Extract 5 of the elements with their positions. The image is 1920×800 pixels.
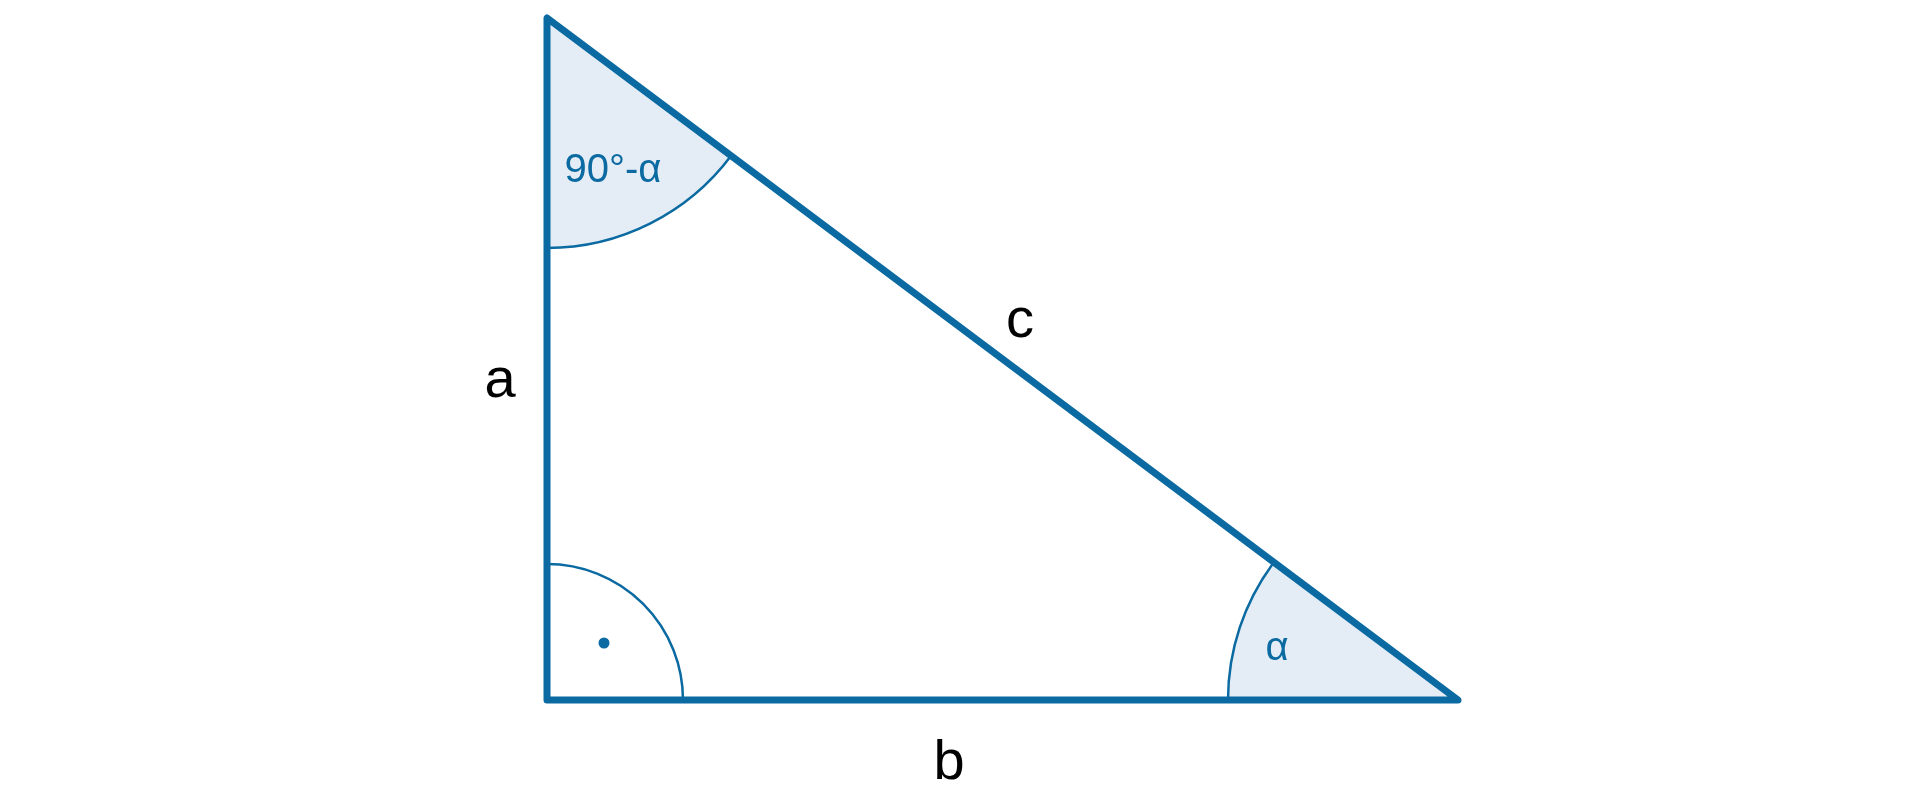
angle-label: α	[1265, 626, 1289, 666]
angle-label: 90°-α	[564, 148, 662, 188]
side-label: c	[1006, 290, 1034, 346]
side-label: b	[933, 732, 965, 788]
side-label: a	[484, 350, 516, 406]
